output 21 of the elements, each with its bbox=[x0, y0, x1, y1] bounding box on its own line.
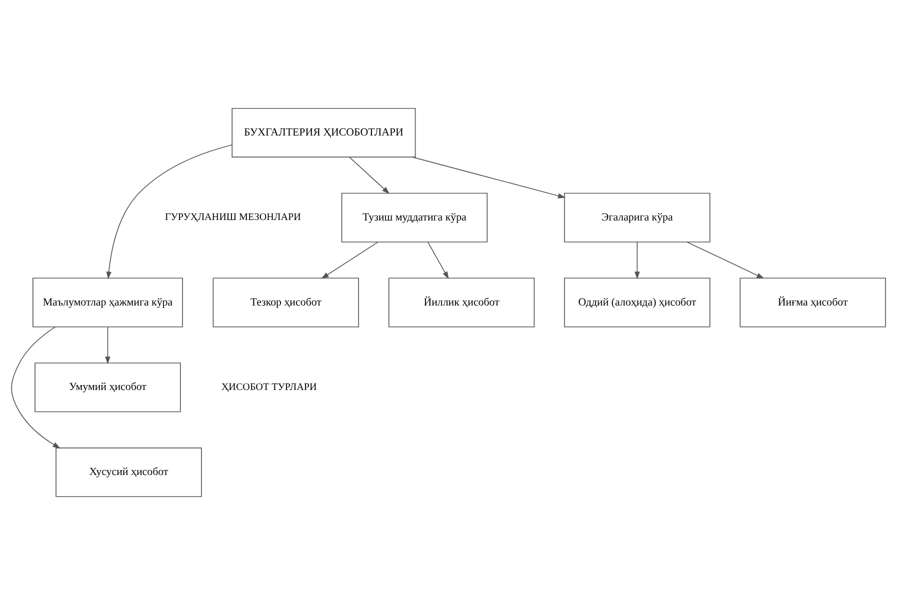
node-box: Хусусий ҳисобот bbox=[56, 447, 202, 498]
label: ГУРУҲЛАНИШ МЕЗОНЛАРИ bbox=[164, 212, 301, 224]
node-box: БУХГАЛТЕРИЯ ҲИСОБОТЛАРИ bbox=[232, 108, 416, 158]
arrow bbox=[105, 326, 110, 364]
arrow bbox=[412, 156, 566, 198]
label: ҲИСОБОТ ТУРЛАРИ bbox=[221, 382, 317, 393]
node-box: Тезкор ҳисобот bbox=[212, 278, 359, 328]
node-box: Эгаларига кўра bbox=[564, 192, 710, 242]
node-box: Умумий ҳисобот bbox=[34, 362, 181, 412]
node-box: Оддий (алоҳида) ҳисобот bbox=[564, 278, 710, 328]
node-box: Тузиш муддатига кўра bbox=[341, 192, 488, 242]
arrow bbox=[106, 144, 232, 280]
node-box: Маълумотлар ҳажмига кўра bbox=[32, 278, 183, 328]
arrow bbox=[11, 326, 60, 448]
arrow bbox=[634, 242, 640, 280]
arrow bbox=[686, 242, 764, 279]
node-box: Йиғма ҳисобот bbox=[740, 278, 886, 328]
arrow bbox=[349, 156, 390, 194]
arrow bbox=[321, 242, 378, 279]
node-box: Йиллик ҳисобот bbox=[388, 278, 535, 328]
arrow bbox=[427, 242, 449, 280]
